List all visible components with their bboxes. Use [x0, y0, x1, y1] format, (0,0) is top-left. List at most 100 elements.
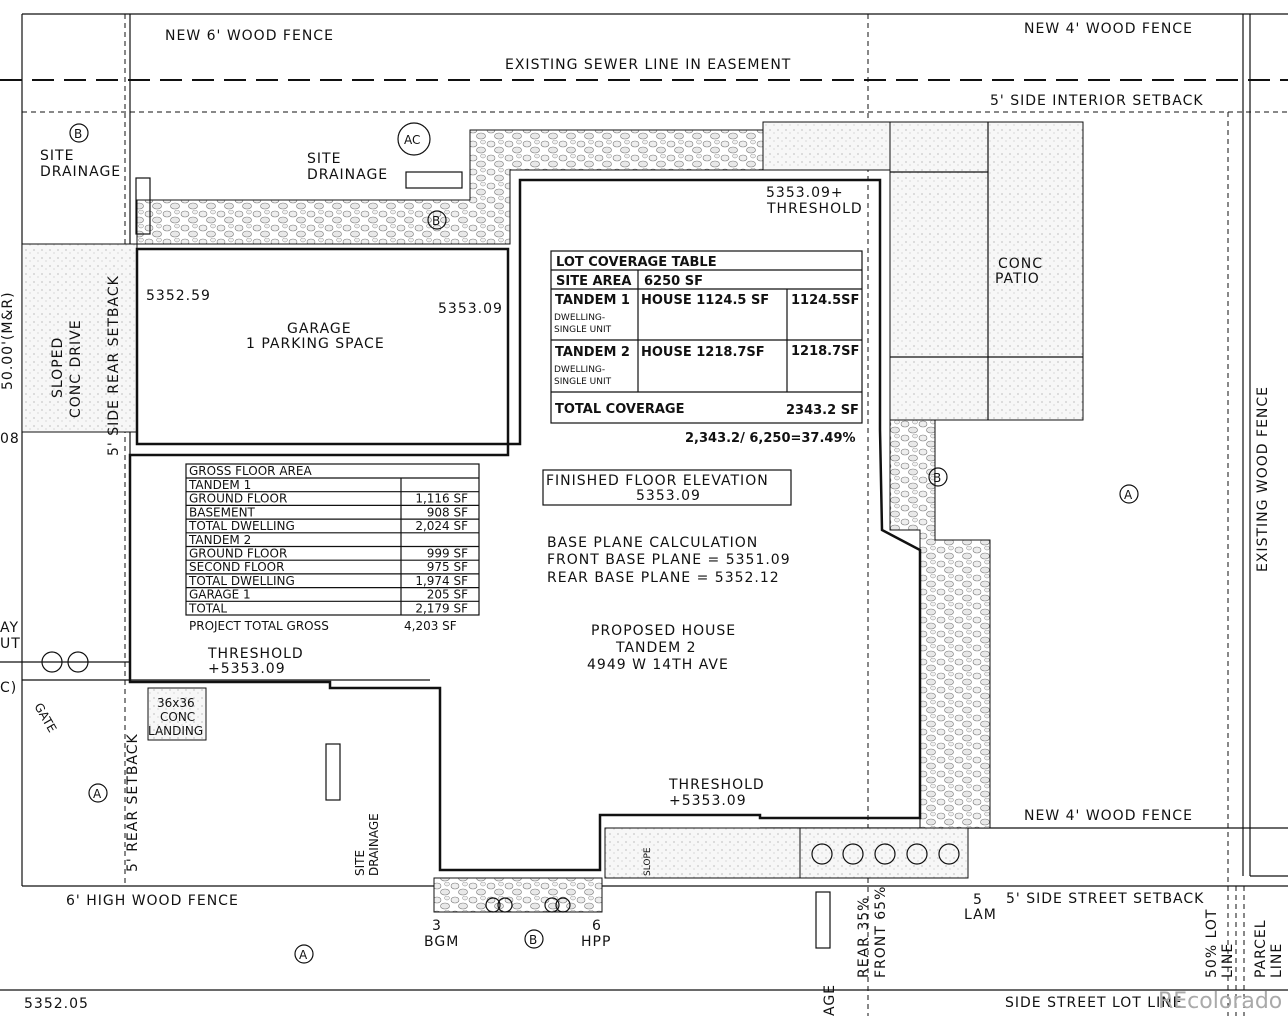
svg-text:THRESHOLD: THRESHOLD — [766, 201, 863, 217]
svg-text:REAR BASE PLANE = 5352.12: REAR BASE PLANE = 5352.12 — [547, 570, 780, 586]
conc-walk — [604, 827, 801, 879]
gfa-row-value: 2,179 SF — [415, 601, 468, 615]
watermark: REcolorado — [1158, 989, 1282, 1014]
new-4-fence-label: NEW 4' WOOD FENCE — [1024, 808, 1193, 824]
svg-text:SINGLE UNIT: SINGLE UNIT — [554, 377, 612, 387]
svg-text:6250 SF: 6250 SF — [644, 274, 703, 289]
svg-text:TANDEM 2: TANDEM 2 — [615, 640, 697, 656]
svg-text:SITE AREA: SITE AREA — [556, 274, 632, 289]
gfa-row-value: 2,024 SF — [415, 519, 468, 533]
side-rear-setback-label: 5' SIDE REAR SETBACK — [106, 275, 122, 456]
downspout-icon — [325, 743, 341, 801]
site-drainage-label: SITE — [40, 148, 74, 164]
gfa-row-label: BASEMENT — [189, 505, 256, 519]
hpp-label: HPP — [581, 934, 611, 950]
svg-text:B: B — [933, 471, 941, 485]
new-4-fence-label: NEW 4' WOOD FENCE — [1024, 21, 1193, 37]
svg-text:TANDEM 2: TANDEM 2 — [555, 345, 630, 360]
gate-label: GATE — [31, 701, 59, 735]
svg-text:HOUSE 1124.5 SF: HOUSE 1124.5 SF — [641, 293, 769, 308]
new-6-fence-label: NEW 6' WOOD FENCE — [165, 28, 334, 44]
threshold-label: THRESHOLD — [207, 646, 304, 662]
gfa-row-value: 999 SF — [427, 547, 468, 561]
svg-text:CONC DRIVE: CONC DRIVE — [68, 319, 84, 418]
gfa-row-label: GROUND FLOOR — [189, 547, 287, 561]
downspout-icon — [135, 177, 151, 235]
svg-text:DRAINAGE: DRAINAGE — [307, 167, 388, 183]
threshold-label: THRESHOLD — [668, 777, 765, 793]
svg-text:+5353.09: +5353.09 — [208, 661, 286, 677]
svg-text:3: 3 — [432, 918, 442, 934]
shrub-icons — [41, 651, 960, 913]
svg-text:UT: UT — [0, 636, 21, 652]
ac-label: AC — [404, 133, 420, 147]
site-drainage-label: SITE — [307, 151, 341, 167]
landing-label: 36x36 — [157, 696, 195, 710]
planter-strip — [799, 827, 969, 879]
downspout-icon — [405, 171, 463, 189]
gfa-row-label: TANDEM 2 — [188, 533, 251, 547]
parcel-line-label: PARCEL — [1253, 919, 1269, 978]
lam-label: LAM — [964, 907, 997, 923]
svg-text:1218.7SF: 1218.7SF — [791, 344, 859, 359]
gfa-row-value: 1,116 SF — [415, 492, 468, 506]
svg-text:B: B — [74, 127, 82, 141]
base-plane-label: BASE PLANE CALCULATION — [547, 535, 758, 551]
svg-text:6: 6 — [592, 918, 602, 934]
svg-text:AGE: AGE — [822, 984, 838, 1016]
house-label: PROPOSED HOUSE — [591, 623, 736, 639]
svg-text:PROJECT TOTAL GROSS: PROJECT TOTAL GROSS — [189, 619, 329, 633]
svg-text:GROSS FLOOR AREA: GROSS FLOOR AREA — [189, 464, 312, 478]
svg-text:2,343.2/ 6,250=37.49%: 2,343.2/ 6,250=37.49% — [685, 431, 856, 446]
svg-text:2343.2 SF: 2343.2 SF — [786, 403, 859, 418]
side-interior-setback-label: 5' SIDE INTERIOR SETBACK — [990, 93, 1204, 109]
gfa-row-label: GROUND FLOOR — [189, 492, 287, 506]
gfa-row-value: 1,974 SF — [415, 574, 468, 588]
ac-unit-icon — [397, 122, 431, 156]
elevation-label: 5352.59 — [146, 288, 211, 304]
svg-text:HOUSE 1218.7SF: HOUSE 1218.7SF — [641, 345, 765, 360]
svg-text:C): C) — [0, 680, 17, 696]
svg-text:CONC: CONC — [160, 710, 195, 724]
conc-step-north — [762, 121, 891, 171]
garage — [135, 247, 510, 446]
gfa-row-value: 908 SF — [427, 505, 468, 519]
conc-patio-label: CONC — [998, 256, 1043, 272]
gfa-row-label: TOTAL DWELLING — [188, 519, 295, 533]
svg-text:FRONT 65%: FRONT 65% — [873, 886, 889, 978]
svg-text:5353.09: 5353.09 — [636, 488, 701, 504]
gravel-area-south — [433, 877, 603, 913]
svg-text:TOTAL COVERAGE: TOTAL COVERAGE — [555, 402, 684, 417]
svg-text:DWELLING-: DWELLING- — [554, 365, 605, 375]
threshold-elev-label: 5353.09+ — [766, 185, 844, 201]
svg-text:A: A — [93, 787, 102, 801]
svg-text:A: A — [299, 948, 308, 962]
svg-text:B: B — [432, 214, 440, 228]
existing-fence-label: EXISTING WOOD FENCE — [1255, 386, 1271, 572]
lot-coverage-table: LOT COVERAGE TABLE SITE AREA 6250 SF TAN… — [550, 250, 863, 446]
lot-dimension-label: 50.00'(M&R) — [0, 291, 16, 390]
svg-text:LINE: LINE — [1220, 943, 1236, 978]
svg-text:4949 W 14TH AVE: 4949 W 14TH AVE — [587, 657, 729, 673]
gfa-row-label: TOTAL DWELLING — [188, 574, 295, 588]
svg-text:4,203 SF: 4,203 SF — [404, 619, 457, 633]
svg-text:PATIO: PATIO — [995, 271, 1040, 287]
gfa-row-label: GARAGE 1 — [189, 588, 251, 602]
svg-text:LINE: LINE — [1269, 943, 1285, 978]
sewer-label: EXISTING SEWER LINE IN EASEMENT — [505, 57, 791, 73]
svg-text:AY: AY — [0, 620, 19, 636]
sloped-drive-label: SLOPED — [50, 337, 66, 398]
gravel-area-north — [136, 129, 764, 245]
svg-text:A: A — [1124, 488, 1133, 502]
svg-text:1 PARKING SPACE: 1 PARKING SPACE — [246, 336, 385, 352]
svg-text:DRAINAGE: DRAINAGE — [40, 164, 121, 180]
svg-text:08: 08 — [0, 431, 20, 447]
side-street-lot-line-label: SIDE STREET LOT LINE — [1005, 995, 1183, 1011]
gravel-area-east — [889, 419, 991, 829]
six-foot-fence-label: 6' HIGH WOOD FENCE — [66, 893, 239, 909]
conc-landing — [147, 687, 207, 741]
site-drainage-label: SITE — [353, 850, 367, 876]
elevation-label: 5352.05 — [24, 996, 89, 1012]
garage-label: GARAGE — [287, 321, 352, 337]
